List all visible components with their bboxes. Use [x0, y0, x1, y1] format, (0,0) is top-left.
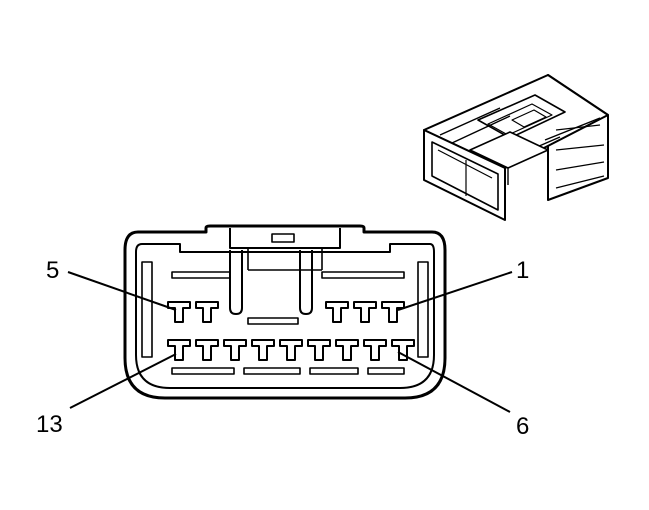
terminal-cavity [195, 301, 219, 323]
terminal-row-top [167, 301, 405, 323]
terminal-cavity [325, 301, 349, 323]
terminal-cavity [353, 301, 377, 323]
latch [229, 228, 341, 249]
connector-isometric-view [423, 74, 609, 221]
terminal-row-bottom [167, 339, 415, 361]
guide-post-right [299, 250, 313, 315]
terminal-cavity [279, 339, 303, 361]
leader-line-6 [397, 351, 511, 413]
terminal-cavity [251, 339, 275, 361]
housing-inner-outline [135, 243, 435, 389]
pin-label-5: 5 [46, 257, 59, 284]
terminal-cavity [195, 339, 219, 361]
terminal-cavity [363, 339, 387, 361]
pin-label-6: 6 [516, 413, 529, 440]
leader-lines [67, 271, 513, 413]
pin-label-1: 1 [516, 257, 529, 284]
pin-label-13: 13 [36, 411, 63, 438]
connector-face-view [123, 224, 447, 400]
terminal-cavity [307, 339, 331, 361]
leader-line-13 [69, 353, 177, 409]
terminal-cavity [391, 339, 415, 361]
terminal-cavity [381, 301, 405, 323]
leader-line-5 [67, 271, 177, 311]
housing-outline [123, 224, 447, 400]
terminal-cavity [167, 301, 191, 323]
guide-post-left [229, 250, 243, 315]
terminal-cavity [223, 339, 247, 361]
terminal-cavity [335, 339, 359, 361]
leader-line-1 [397, 271, 513, 311]
terminal-cavity [167, 339, 191, 361]
